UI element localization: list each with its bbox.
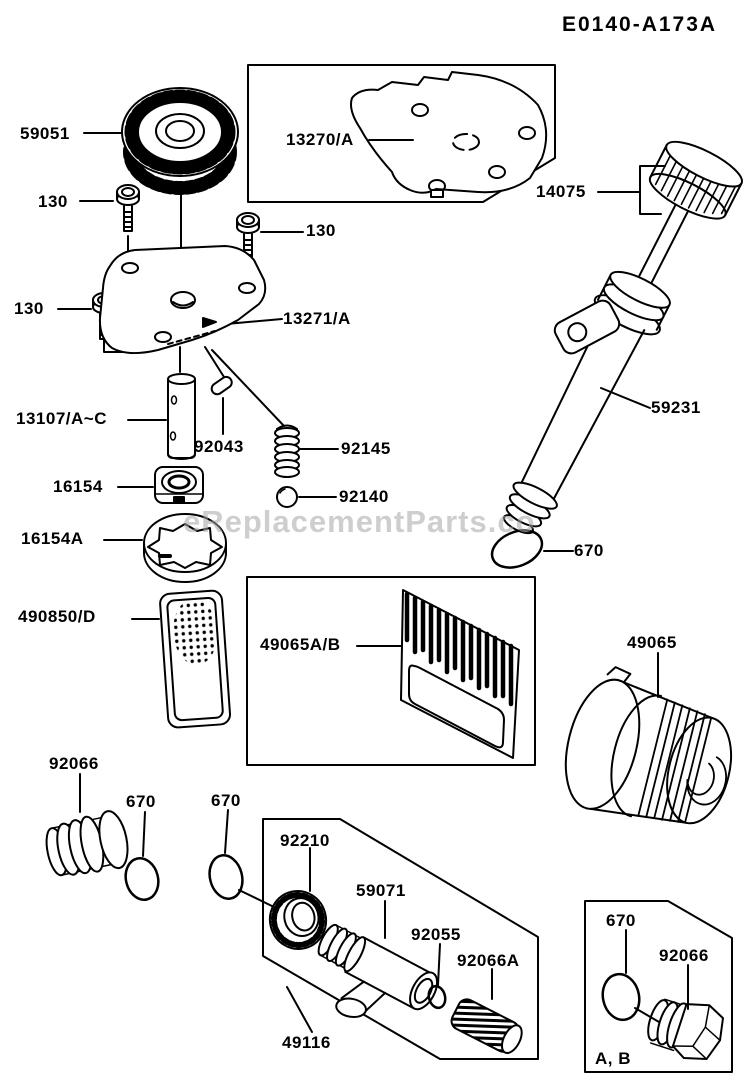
plate-13271-drawing (98, 245, 267, 354)
rotor-16154-drawing (154, 466, 204, 504)
leaders-ab-box (625, 929, 689, 1023)
part-label-92043: 92043 (194, 437, 244, 456)
part-label-670-left1: 670 (126, 792, 156, 811)
pin-92043-drawing (210, 375, 233, 396)
part-label-130-3: 130 (14, 299, 44, 318)
part-label-13271a: 13271/A (283, 309, 351, 328)
leader-14075-bracket (597, 165, 666, 215)
part-label-49065ab: 49065A/B (260, 635, 341, 654)
element-49065ab-drawing (356, 589, 520, 759)
group-label-ab: A, B (595, 1049, 631, 1068)
spring-92145-drawing (274, 424, 300, 478)
part-label-59231: 59231 (651, 398, 701, 417)
detail-box-49065ab (246, 576, 536, 766)
gear-drawing (121, 87, 239, 195)
oring-670-left2-drawing (208, 854, 244, 900)
oring-670-tube-drawing (490, 529, 544, 569)
part-label-670-ab: 670 (606, 911, 636, 930)
oring-92055-drawing (427, 984, 447, 1010)
tube-bracket-lug-drawing (553, 299, 621, 355)
part-label-13270a: 13270/A (286, 130, 354, 149)
nut-92210-drawing (268, 890, 328, 950)
part-label-13107ac: 13107/A~C (16, 409, 107, 428)
detail-box-ab (584, 900, 733, 1073)
diagram-code: E0140-A173A (562, 13, 718, 36)
plate-13270-drawing (350, 71, 548, 198)
ball-92140-drawing (276, 486, 298, 508)
union-59071-drawing (317, 923, 439, 1019)
leader-59231 (600, 387, 651, 409)
part-label-130-1: 130 (38, 192, 68, 211)
part-label-92145: 92145 (341, 439, 391, 458)
plug-92066a-drawing (450, 998, 523, 1055)
detail-box-49116 (262, 818, 539, 1060)
part-label-14075: 14075 (536, 182, 586, 201)
part-label-92066-left: 92066 (49, 754, 99, 773)
screen-490850-drawing (159, 589, 231, 729)
oring-670-left1-drawing (124, 857, 160, 901)
part-label-130-2: 130 (306, 221, 336, 240)
oil-filter-49065-drawing (564, 666, 732, 825)
part-label-92066a: 92066A (457, 951, 520, 970)
shaft-13107-drawing (167, 373, 196, 460)
part-label-92140: 92140 (339, 487, 389, 506)
part-label-16154: 16154 (53, 477, 103, 496)
part-label-670-tube: 670 (574, 541, 604, 560)
dipstick-tube-drawing (502, 140, 743, 535)
part-label-92066-ab: 92066 (659, 946, 709, 965)
plug-92066-ab-drawing (647, 998, 724, 1061)
part-label-49116: 49116 (282, 1033, 331, 1052)
watermark-text: eReplacementParts.co (183, 504, 536, 539)
part-label-59071: 59071 (356, 881, 406, 900)
part-label-49065: 49065 (627, 633, 677, 652)
part-label-16154a: 16154A (21, 529, 84, 548)
oring-670-ab-drawing (601, 972, 641, 1022)
part-label-59051: 59051 (20, 124, 70, 143)
plug-92066-left-drawing (45, 810, 129, 877)
rotor-16154a-drawing (143, 513, 227, 583)
part-label-670-left2: 670 (211, 791, 241, 810)
leaders-49116-box (286, 847, 493, 1033)
bolt-drawing-1 (116, 184, 140, 232)
leaders-bottom-left (79, 773, 277, 909)
part-label-92210: 92210 (280, 831, 330, 850)
part-label-490850d: 490850/D (18, 607, 96, 626)
part-label-92055: 92055 (411, 925, 461, 944)
